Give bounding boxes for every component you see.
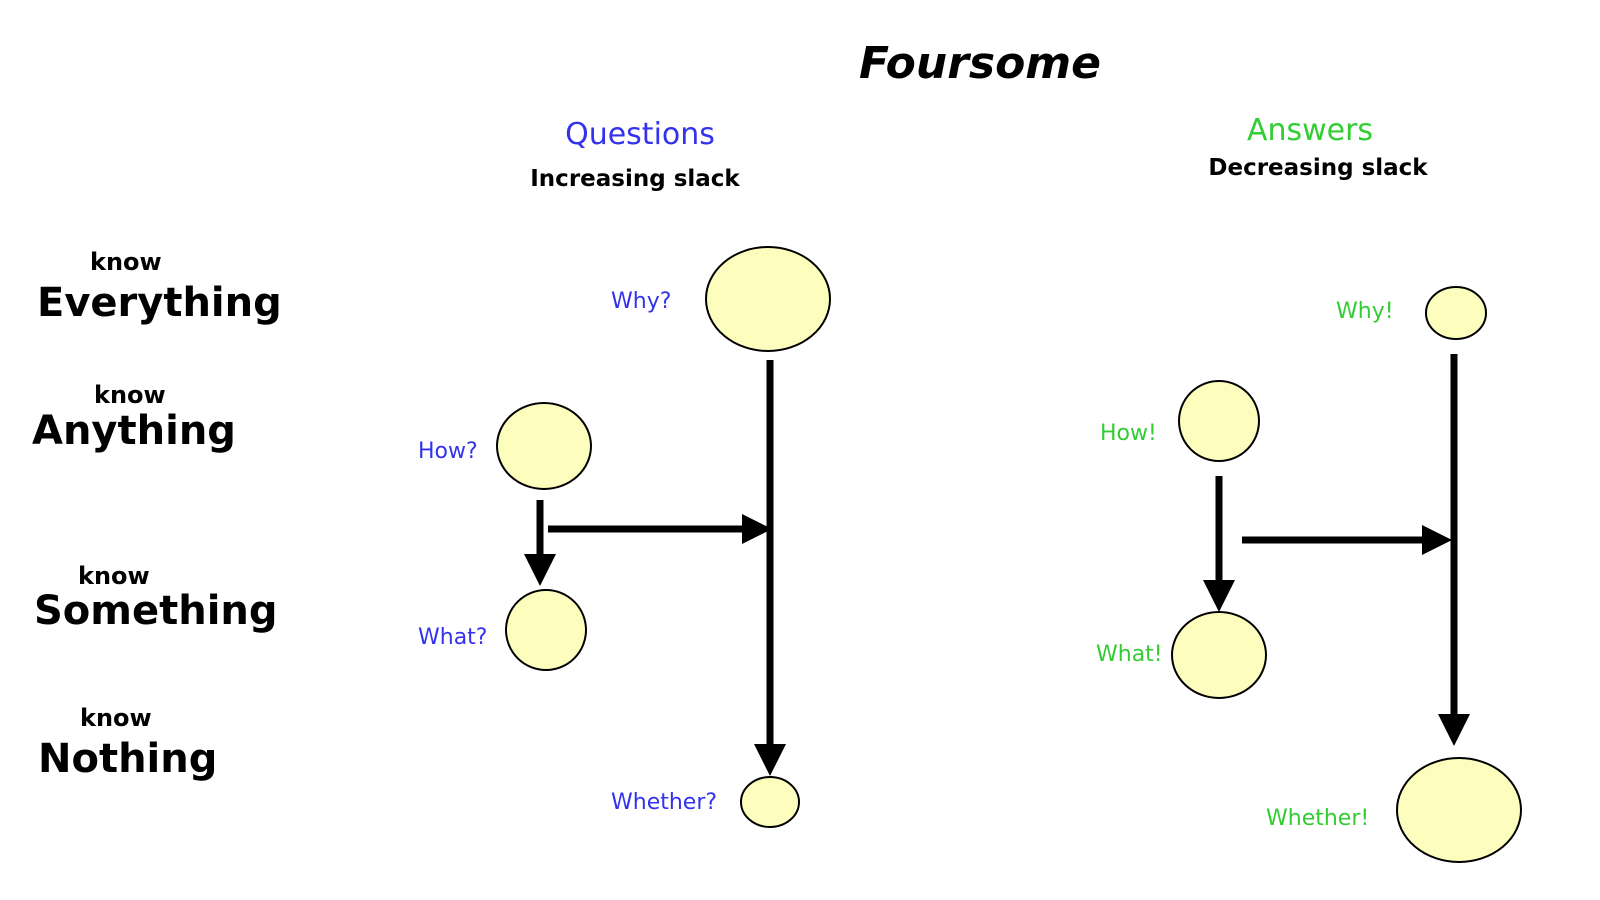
- answers-heading: Answers: [1247, 113, 1373, 148]
- answer-why-label: Why!: [1336, 299, 1394, 324]
- answer-whether-label: Whether!: [1266, 806, 1369, 831]
- question-how-label: How?: [418, 439, 478, 464]
- answer-what-label: What!: [1096, 642, 1163, 667]
- answers-column: Answers Decreasing slack Why! How! What!…: [1096, 113, 1522, 863]
- row-everything-small: know: [90, 248, 162, 276]
- row-everything-big: Everything: [37, 280, 282, 326]
- answer-how-to-what-arrowhead: [1203, 580, 1235, 612]
- question-how-to-why-arrowhead: [742, 514, 772, 544]
- answers-subheading: Decreasing slack: [1208, 155, 1428, 181]
- question-why-node: [705, 246, 831, 352]
- row-nothing-small: know: [80, 704, 152, 732]
- answer-how-label: How!: [1100, 421, 1157, 446]
- answer-why-node: [1425, 286, 1487, 340]
- row-anything-big: Anything: [32, 408, 236, 454]
- answer-arrows: [1203, 354, 1470, 746]
- row-labels: know Everything know Anything know Somet…: [32, 248, 282, 782]
- answer-what-node: [1171, 611, 1267, 699]
- question-what-label: What?: [418, 625, 487, 650]
- question-why-to-whether-arrowhead: [754, 744, 786, 776]
- answer-how-node: [1178, 380, 1260, 462]
- question-how-to-what-arrowhead: [524, 554, 556, 586]
- question-whether-node: [740, 776, 800, 828]
- row-something-small: know: [78, 562, 150, 590]
- questions-subheading: Increasing slack: [530, 166, 740, 192]
- answer-why-to-whether-arrowhead: [1438, 714, 1470, 746]
- diagram-title: Foursome: [859, 38, 1101, 89]
- row-something-big: Something: [34, 588, 278, 634]
- question-why-label: Why?: [611, 289, 671, 314]
- row-nothing-big: Nothing: [38, 736, 217, 782]
- row-anything-small: know: [94, 381, 166, 409]
- questions-heading: Questions: [565, 117, 715, 152]
- question-arrows: [524, 360, 786, 776]
- question-how-node: [496, 402, 592, 490]
- questions-column: Questions Increasing slack Why? How? Wha…: [418, 117, 831, 828]
- question-whether-label: Whether?: [611, 790, 717, 815]
- answer-how-to-why-arrowhead: [1422, 525, 1452, 555]
- answer-whether-node: [1396, 757, 1522, 863]
- question-what-node: [505, 589, 587, 671]
